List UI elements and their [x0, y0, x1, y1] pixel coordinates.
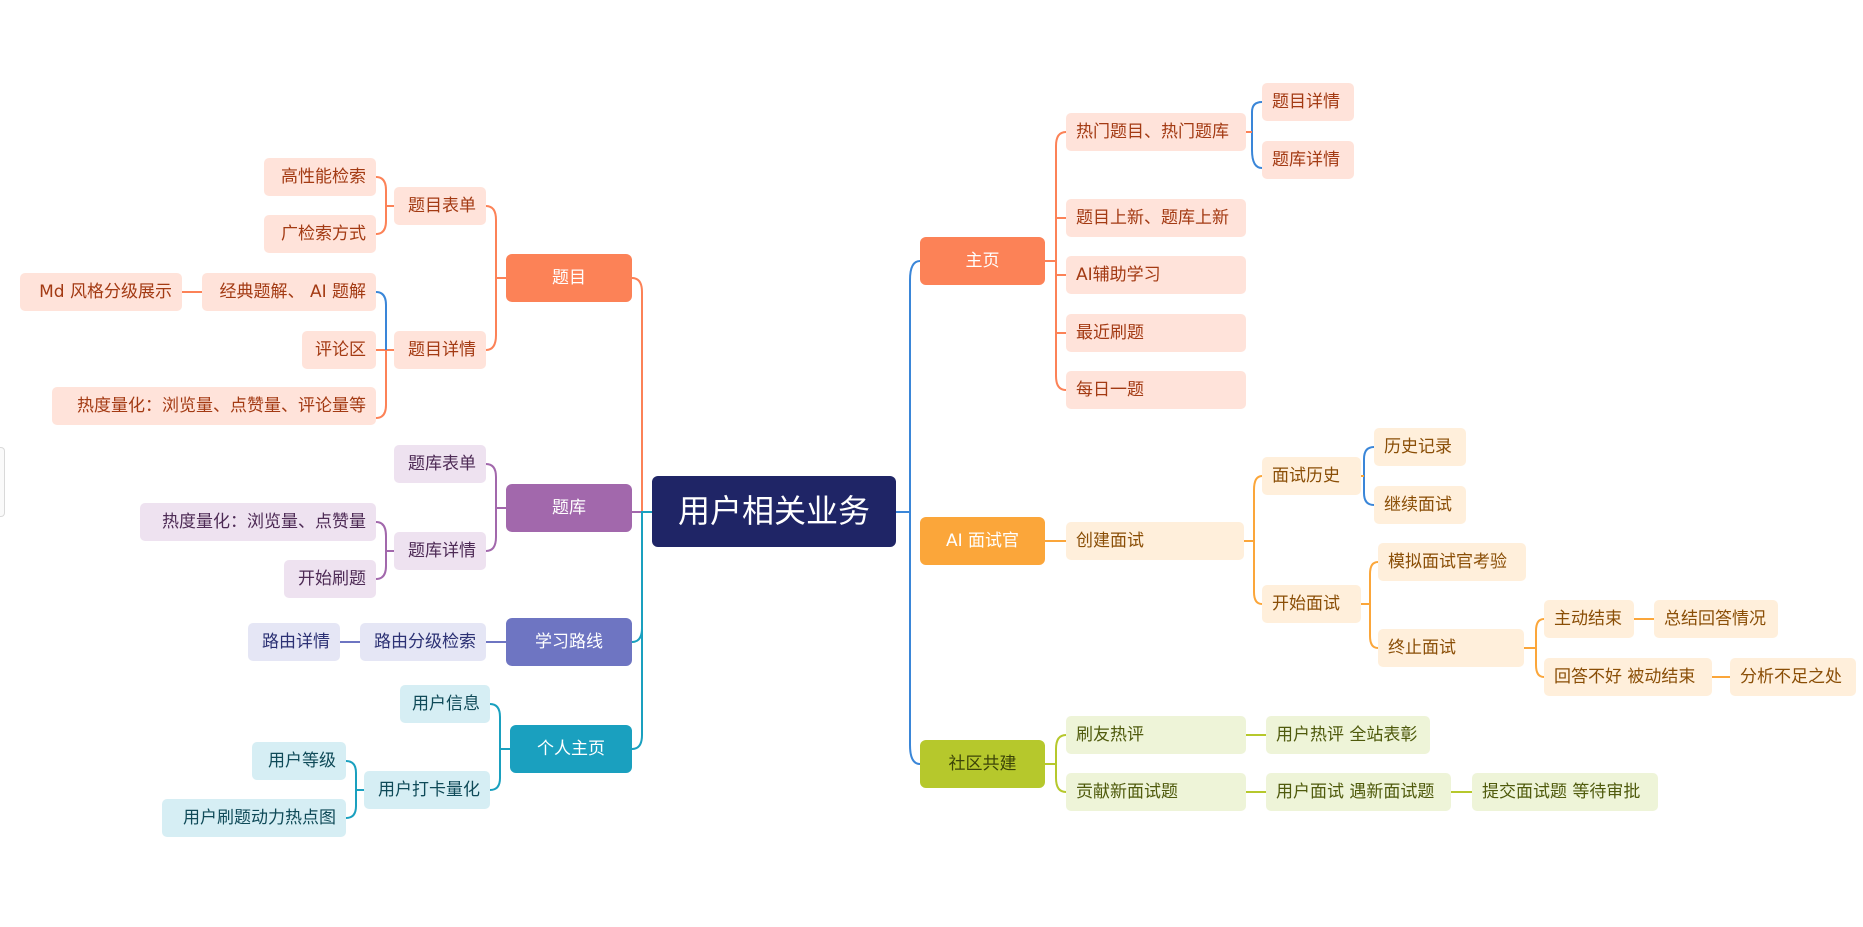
- bank-form[interactable]: 题库表单: [394, 445, 486, 483]
- question-perf-search[interactable]: 高性能检索: [264, 158, 376, 196]
- question-wide-search[interactable]: 广检索方式: [264, 215, 376, 253]
- profile-checkin[interactable]: 用户打卡量化: [364, 771, 490, 809]
- ai-start[interactable]: 开始面试: [1262, 585, 1361, 623]
- community-contribute[interactable]: 贡献新面试题: [1066, 773, 1246, 811]
- ai-analysis[interactable]: 分析不足之处: [1730, 658, 1856, 696]
- home-new[interactable]: 题目上新、题库上新: [1066, 199, 1246, 237]
- branch-ai-interviewer[interactable]: AI 面试官: [920, 517, 1045, 565]
- ai-continue[interactable]: 继续面试: [1374, 486, 1466, 524]
- home-recent[interactable]: 最近刷题: [1066, 314, 1246, 352]
- ai-stop[interactable]: 终止面试: [1378, 629, 1524, 667]
- question-md[interactable]: Md 风格分级展示: [20, 273, 182, 311]
- community-submit[interactable]: 提交面试题 等待审批: [1472, 773, 1658, 811]
- ai-summary[interactable]: 总结回答情况: [1654, 600, 1778, 638]
- ai-mock[interactable]: 模拟面试官考验: [1378, 543, 1526, 581]
- bank-start[interactable]: 开始刷题: [284, 560, 376, 598]
- path-route-detail[interactable]: 路由详情: [248, 623, 340, 661]
- home-ai-learn[interactable]: AI辅助学习: [1066, 256, 1246, 294]
- root-node[interactable]: 用户相关业务: [652, 476, 896, 547]
- ai-history[interactable]: 面试历史: [1262, 457, 1361, 495]
- profile-level[interactable]: 用户等级: [252, 742, 346, 780]
- bank-heat[interactable]: 热度量化：浏览量、点赞量: [140, 503, 376, 541]
- branch-home[interactable]: 主页: [920, 237, 1045, 285]
- profile-heatmap[interactable]: 用户刷题动力热点图: [162, 799, 346, 837]
- branch-learning-path[interactable]: 学习路线: [506, 618, 632, 666]
- question-detail[interactable]: 题目详情: [394, 331, 486, 369]
- ai-active-end[interactable]: 主动结束: [1544, 600, 1634, 638]
- side-panel-handle[interactable]: [0, 447, 5, 517]
- branch-question[interactable]: 题目: [506, 254, 632, 302]
- branch-community[interactable]: 社区共建: [920, 740, 1045, 788]
- path-route-search[interactable]: 路由分级检索: [360, 623, 486, 661]
- home-hot-bank-detail[interactable]: 题库详情: [1262, 141, 1354, 179]
- community-review[interactable]: 刷友热评: [1066, 716, 1246, 754]
- community-review-child[interactable]: 用户热评 全站表彰: [1266, 716, 1430, 754]
- home-hot-question-detail[interactable]: 题目详情: [1262, 83, 1354, 121]
- ai-passive-end[interactable]: 回答不好 被动结束: [1544, 658, 1712, 696]
- branch-profile[interactable]: 个人主页: [510, 725, 632, 773]
- bank-detail[interactable]: 题库详情: [394, 532, 486, 570]
- question-comments[interactable]: 评论区: [302, 331, 376, 369]
- branch-bank[interactable]: 题库: [506, 484, 632, 532]
- ai-history-record[interactable]: 历史记录: [1374, 428, 1466, 466]
- question-heat[interactable]: 热度量化：浏览量、点赞量、评论量等: [52, 387, 376, 425]
- ai-create[interactable]: 创建面试: [1066, 522, 1244, 560]
- home-daily[interactable]: 每日一题: [1066, 371, 1246, 409]
- question-form[interactable]: 题目表单: [394, 187, 486, 225]
- home-hot[interactable]: 热门题目、热门题库: [1066, 113, 1246, 151]
- community-contribute-child[interactable]: 用户面试 遇新面试题: [1266, 773, 1451, 811]
- profile-info[interactable]: 用户信息: [400, 685, 490, 723]
- question-classic[interactable]: 经典题解、 AI 题解: [202, 273, 376, 311]
